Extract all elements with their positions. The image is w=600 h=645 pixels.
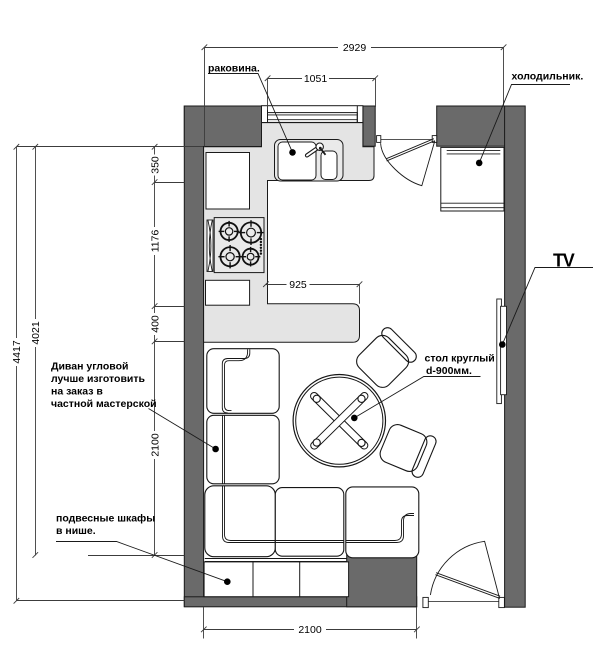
svg-text:1176: 1176: [149, 230, 161, 253]
svg-text:4021: 4021: [30, 321, 42, 345]
svg-text:на заказ в: на заказ в: [51, 386, 103, 398]
svg-text:350: 350: [149, 156, 161, 174]
svg-text:лучше изготовить: лучше изготовить: [51, 373, 146, 385]
svg-text:1051: 1051: [304, 73, 328, 85]
svg-text:холодильник.: холодильник.: [512, 71, 584, 83]
svg-text:400: 400: [149, 315, 161, 333]
svg-text:925: 925: [289, 279, 307, 291]
svg-text:стол круглый: стол круглый: [425, 353, 495, 365]
svg-text:d-900мм.: d-900мм.: [426, 365, 472, 377]
svg-text:в нише.: в нише.: [56, 525, 96, 537]
svg-text:2929: 2929: [343, 42, 367, 54]
svg-text:Диван угловой: Диван угловой: [51, 361, 128, 373]
svg-text:TV: TV: [553, 251, 575, 271]
svg-text:раковина.: раковина.: [208, 63, 260, 75]
svg-text:4417: 4417: [11, 340, 23, 364]
svg-text:подвесные шкафы: подвесные шкафы: [56, 513, 155, 525]
svg-text:2100: 2100: [149, 433, 161, 457]
svg-text:частной мастерской: частной мастерской: [51, 398, 157, 410]
svg-text:2100: 2100: [298, 624, 322, 636]
